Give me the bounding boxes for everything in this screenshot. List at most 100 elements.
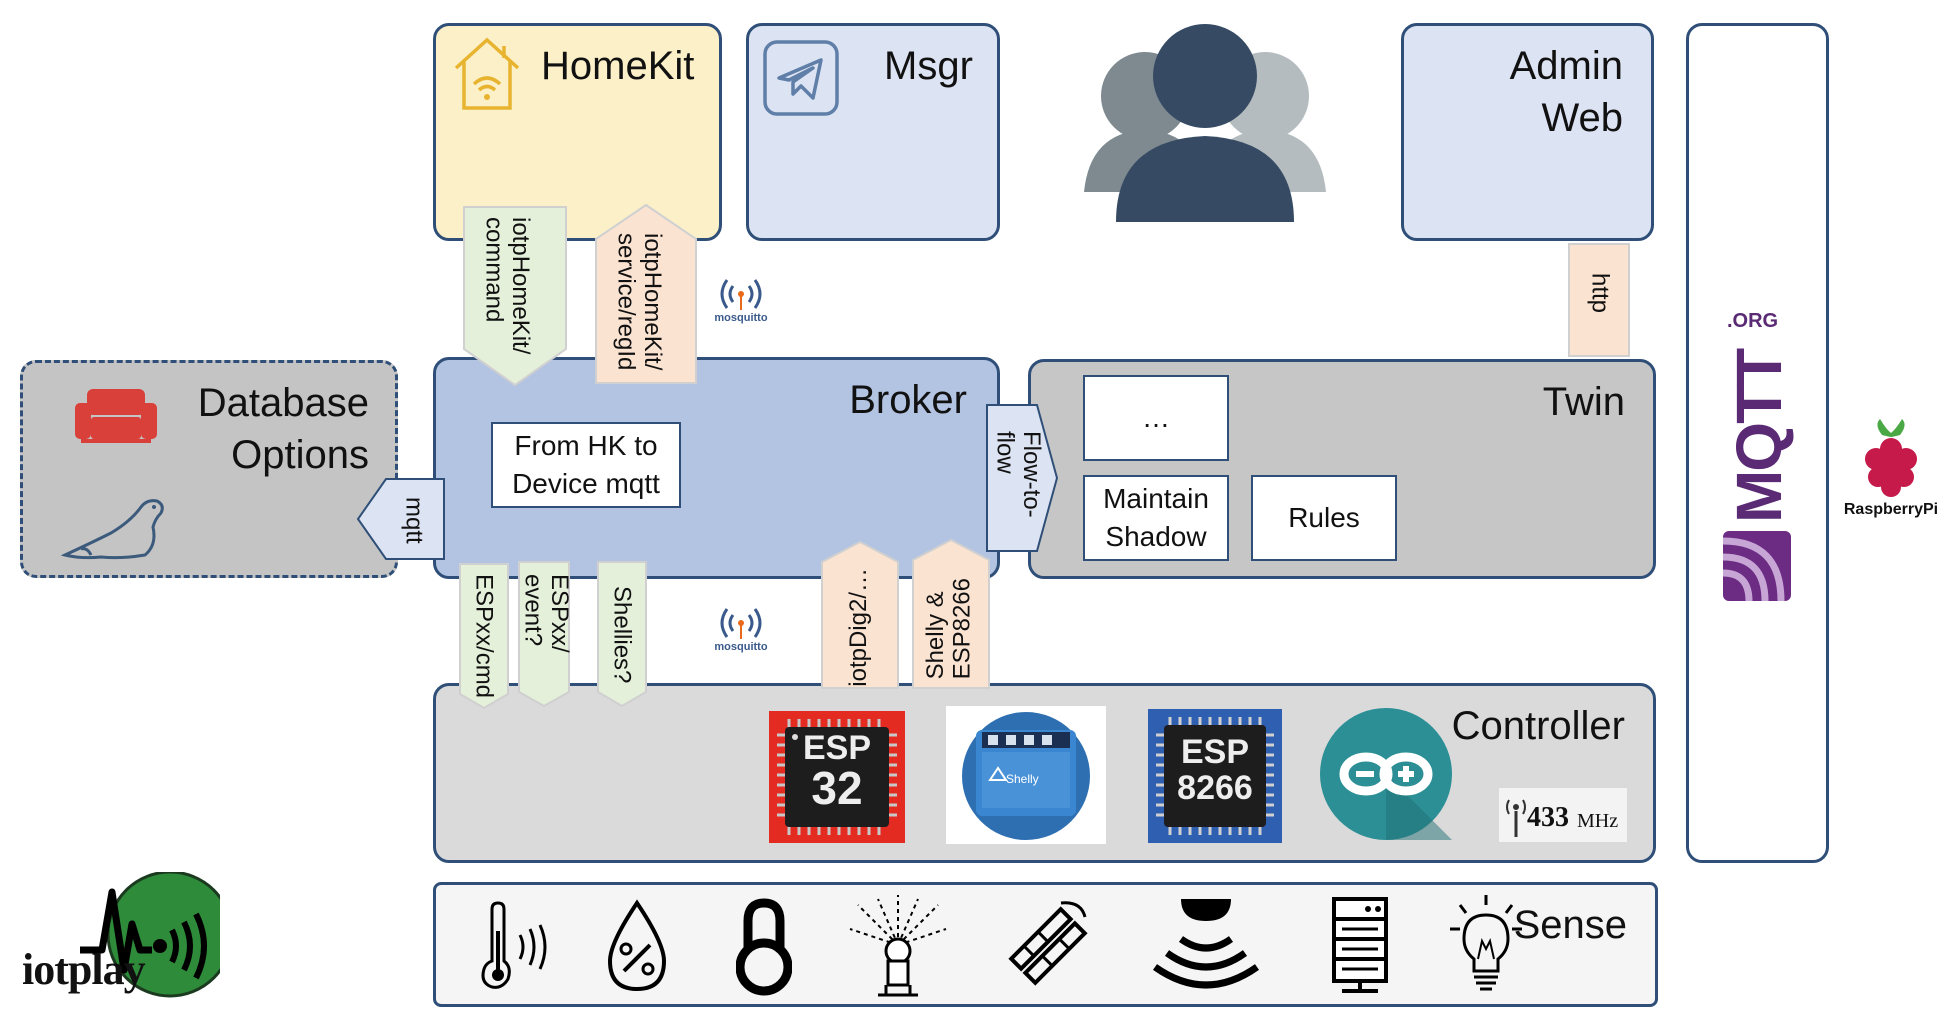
arrow-iotpdig-label: iotpDig2/…	[845, 568, 872, 687]
mosquitto-logo-bottom: mosquitto	[706, 605, 776, 653]
arrow-hk-service-line2: service/regId	[612, 233, 640, 371]
iotplay-label: iotplay	[22, 945, 146, 994]
arrow-hk-service-line1: iotpHomeKit/	[638, 233, 666, 371]
controller-panel: Controller ESP 32	[433, 683, 1656, 863]
rf-433-icon: 433 MHz	[1499, 788, 1627, 842]
arrow-flow-to-flow: Flow-to- flow	[985, 403, 1059, 553]
arrow-shelly-esp: Shelly & ESP8266	[911, 538, 991, 690]
broker-title: Broker	[849, 378, 967, 422]
mosquitto-label-top: mosquitto	[714, 312, 768, 324]
esp32-label-line1: ESP	[802, 729, 872, 767]
thermometer-icon	[474, 901, 554, 993]
homekit-title: HomeKit	[541, 44, 695, 88]
twin-ellipsis-box: …	[1083, 375, 1229, 461]
http-label: http	[1586, 273, 1614, 314]
broker-inner-line1: From HK to	[514, 430, 658, 462]
esp8266-chip-icon: ESP 8266	[1148, 709, 1282, 843]
arrow-iotpdig: iotpDig2/…	[820, 540, 900, 690]
homekit-panel: HomeKit	[433, 23, 722, 241]
controller-title: Controller	[1451, 704, 1625, 748]
mqtt-org-panel: MQTT .ORG	[1686, 23, 1829, 863]
shelly-label: Shelly	[1006, 772, 1039, 786]
arrow-hk-service: iotpHomeKit/ service/regId	[594, 203, 698, 385]
twin-panel: Twin … Maintain Shadow Rules	[1028, 359, 1656, 579]
raspberry-pi-logo: RaspberryPi	[1836, 415, 1942, 519]
telegram-icon	[761, 38, 841, 118]
arrow-espevent: ESPxx/ event?	[517, 560, 573, 708]
mqtt-logo: MQTT .ORG	[1723, 310, 1795, 636]
twin-title: Twin	[1542, 380, 1625, 424]
mqtt-org-suffix: .ORG	[1727, 310, 1779, 332]
msgr-panel: Msgr	[746, 23, 1000, 241]
twin-maintain-shadow-box: Maintain Shadow	[1083, 475, 1229, 561]
admin-title-line2: Web	[1541, 96, 1623, 140]
http-connector: http	[1568, 243, 1630, 357]
arrow-shelly-esp-label: Shelly & ESP8266	[922, 578, 976, 680]
arrow-shelly-esp-line2: ESP8266	[948, 578, 976, 680]
arrow-espevent-line1: ESPxx/	[545, 574, 573, 653]
arrow-hk-command-line2: command	[480, 217, 508, 323]
arrow-mqtt-db: mqtt	[356, 477, 446, 561]
database-title: Database Options	[198, 377, 369, 481]
sprinkler-icon	[848, 895, 948, 999]
iotplay-icon	[80, 872, 220, 998]
esp32-label: ESP 32	[785, 731, 889, 811]
sense-panel: Sense	[433, 882, 1658, 1007]
broker-from-hk-box: From HK to Device mqtt	[491, 422, 681, 508]
database-panel: Database Options	[20, 360, 398, 578]
arrow-shelly-esp-line1: Shelly &	[922, 591, 949, 680]
arrow-flow-line1: Flow-to-	[1017, 431, 1045, 518]
arrow-hk-command: iotpHomeKit/ command	[462, 205, 568, 387]
users-icon	[1080, 22, 1330, 227]
mosquitto-icon-bottom	[720, 608, 762, 639]
msgr-title: Msgr	[884, 44, 973, 88]
mosquitto-icon	[720, 279, 762, 310]
broker-inner-line2: Device mqtt	[512, 468, 660, 499]
arrow-hk-command-label: iotpHomeKit/ command	[480, 217, 533, 367]
server-icon	[1328, 897, 1392, 995]
twin-rules-box: Rules	[1251, 475, 1397, 561]
arduino-icon	[1318, 706, 1454, 842]
esp8266-label: ESP 8266	[1164, 733, 1266, 807]
esp32-chip-icon: ESP 32	[769, 711, 905, 843]
arrow-espcmd-label: ESPxx/cmd	[470, 574, 498, 699]
arrow-mqtt-label: mqtt	[400, 497, 428, 544]
admin-title-line1: Admin	[1509, 44, 1623, 88]
arrow-espevent-label: ESPxx/ event?	[519, 574, 572, 653]
arrow-flow-label: Flow-to- flow	[991, 431, 1044, 541]
raspberry-icon	[1865, 419, 1917, 497]
shelly-device-icon: Shelly	[946, 706, 1106, 844]
mqtt-text: MQTT	[1723, 349, 1795, 523]
lock-icon	[736, 897, 792, 997]
seal-icon	[61, 493, 171, 563]
mosquitto-logo-top: mosquitto	[706, 276, 776, 324]
rf-433-label: 433	[1527, 802, 1569, 833]
esp32-label-line2: 32	[811, 762, 863, 814]
arrow-shellies-label: Shellies?	[608, 586, 636, 684]
sense-title: Sense	[1513, 903, 1627, 947]
admin-title: Admin Web	[1510, 40, 1623, 144]
window-sensor-icon	[1001, 899, 1095, 993]
admin-web-panel: Admin Web	[1401, 23, 1654, 241]
twin-shadow-line1: Maintain	[1103, 483, 1209, 515]
couch-icon	[73, 385, 159, 445]
arrow-shellies: Shellies?	[596, 560, 648, 708]
arrow-flow-line2: flow	[991, 431, 1019, 474]
arrow-hk-command-line1: iotpHomeKit/	[506, 217, 534, 355]
raspberry-label: RaspberryPi	[1843, 501, 1939, 518]
home-wifi-icon	[448, 34, 526, 114]
esp8266-label-line2: 8266	[1177, 768, 1253, 807]
esp8266-label-line1: ESP	[1180, 733, 1250, 771]
motion-sensor-icon	[1151, 895, 1261, 995]
database-title-line2: Options	[231, 433, 369, 477]
rf-mhz-label: MHz	[1577, 810, 1619, 832]
broker-panel: Broker From HK to Device mqtt	[433, 357, 1000, 579]
arrow-espevent-line2: event?	[519, 574, 547, 647]
lightbulb-icon	[1446, 893, 1526, 997]
mosquitto-label-bottom: mosquitto	[714, 641, 768, 653]
humidity-icon	[602, 899, 672, 995]
arrow-espcmd: ESPxx/cmd	[458, 562, 510, 710]
arrow-hk-service-label: iotpHomeKit/ service/regId	[612, 233, 665, 379]
mqtt-signal-icon	[1723, 531, 1791, 601]
twin-shadow-line2: Shadow	[1105, 521, 1207, 552]
